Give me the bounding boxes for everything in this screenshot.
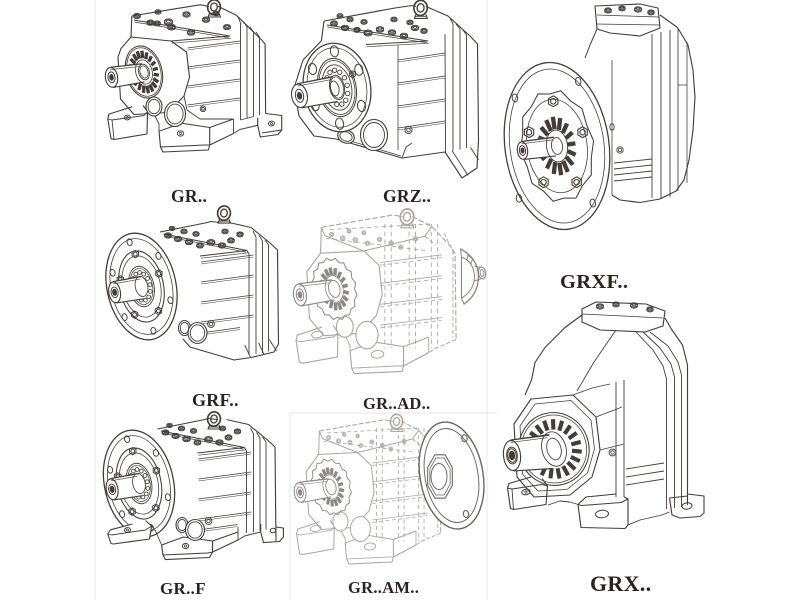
svg-text:GR..: GR.. [171,186,207,206]
svg-text:GRZ..: GRZ.. [383,186,431,206]
svg-text:GRF..: GRF.. [192,390,239,410]
svg-text:GR..AD..: GR..AD.. [363,394,430,413]
svg-text:GR..F: GR..F [160,579,206,598]
svg-text:GRXF..: GRXF.. [560,271,628,293]
svg-text:GRX..: GRX.. [590,571,651,596]
svg-text:GR..AM..: GR..AM.. [348,578,419,597]
